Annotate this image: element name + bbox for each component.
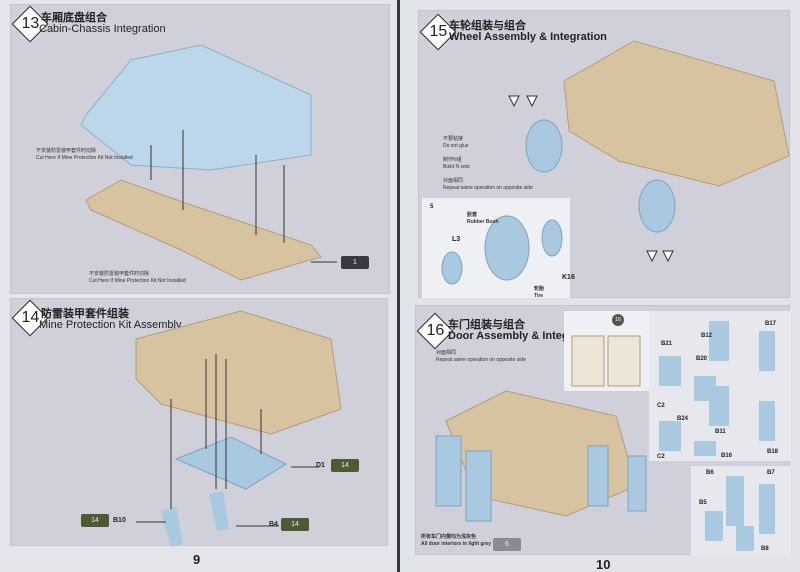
armor-plate-d1 (174, 436, 288, 490)
step-15-panel: 15 车轮组装与组合 Wheel Assembly & Integration … (418, 10, 790, 299)
step-title-en: Mine Protection Kit Assembly (39, 319, 182, 331)
left-page: 13 车厢底盘组合 Cabin-Chassis Integration 不安装防… (0, 0, 397, 572)
armor-part-b10 (161, 507, 183, 547)
vehicle-underside (135, 310, 342, 435)
color-chip: 1 (341, 256, 369, 269)
step-14-panel: 14 防雷装甲套件组装 Mine Protection Kit Assembly… (10, 298, 388, 547)
wheel-front (525, 119, 563, 173)
rear-doors-subassembly: B6 B7 B5 B8 (691, 466, 791, 556)
color-chip: 14 (81, 514, 109, 527)
wheel-rear (638, 179, 676, 233)
step-title-zh: 防雷装甲套件组装 (41, 308, 129, 320)
color-chip: 14 (331, 459, 359, 472)
armor-part-b4 (209, 491, 229, 531)
chassis-frame (85, 179, 322, 281)
vehicle-body (563, 40, 790, 187)
cabin-chassis-diagram (80, 44, 337, 281)
wheel-diagram (508, 40, 790, 263)
decal-inset: 16 (564, 311, 649, 391)
page-number: 10 (596, 557, 611, 572)
step-title-zh: 车门组装与组合 (448, 319, 525, 331)
step-title-en: Cabin-Chassis Integration (39, 23, 166, 35)
step-13-panel: 13 车厢底盘组合 Cabin-Chassis Integration 不安装防… (10, 4, 390, 294)
step-title-zh: 车轮组装与组合 (449, 20, 526, 32)
mine-kit-diagram (135, 310, 342, 547)
step-16-panel: 16 车门组装与组合 Door Assembly & Integration 对… (415, 305, 791, 556)
door-rear (465, 450, 492, 522)
page-number: 9 (193, 552, 201, 567)
front-doors-subassembly: B21 B12 B17 B20 C2 B24 B11 C2 B16 B18 (649, 311, 791, 461)
door-diagram (435, 390, 647, 522)
door-front (435, 435, 462, 507)
color-chip: 14 (281, 518, 309, 531)
step-title-en: Wheel Assembly & Integration (449, 31, 607, 43)
step-title-zh: 车厢底盘组合 (41, 12, 107, 24)
right-page: 15 车轮组装与组合 Wheel Assembly & Integration … (400, 0, 800, 572)
cabin-body (80, 44, 312, 171)
step-title-en: Door Assembly & Integration (448, 330, 600, 342)
tailgate (587, 445, 609, 507)
color-chip: 6 (493, 538, 521, 551)
